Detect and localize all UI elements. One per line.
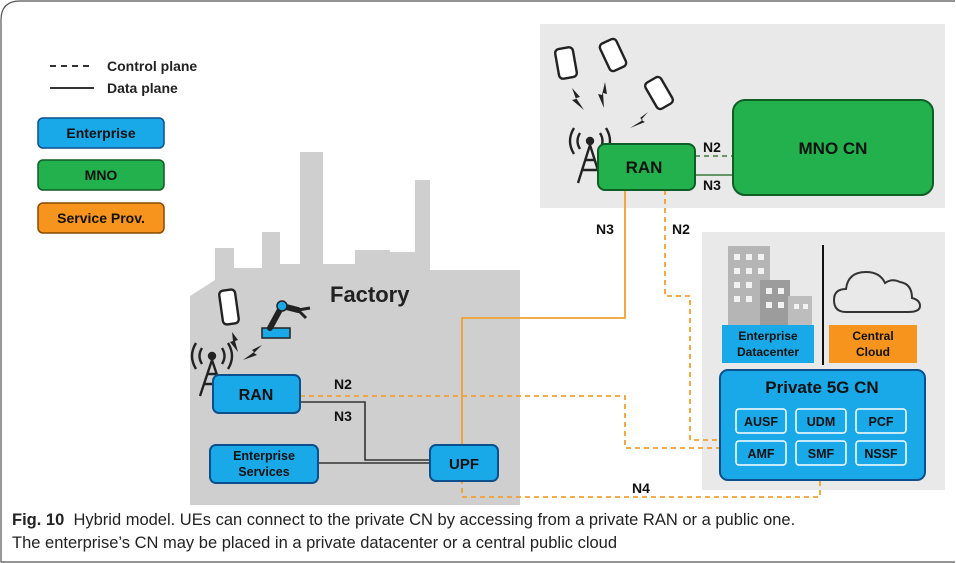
nf-ausf-label: AUSF [744, 415, 778, 429]
caption-line1: Hybrid model. UEs can connect to the pri… [73, 511, 796, 529]
n4-upf-smf-line [461, 470, 821, 498]
nf-udm-label: UDM [807, 415, 835, 429]
central-cloud-line2: Cloud [856, 345, 890, 359]
smartphone-icon [553, 46, 579, 80]
enterprise-services-box [209, 444, 319, 484]
legend-service-prov-box [37, 202, 165, 234]
smartphone-icon [598, 37, 628, 73]
caption-line2: The enterprise’s CN may be placed in a p… [12, 534, 618, 552]
nf-amf-label: AMF [747, 447, 774, 461]
label-n2-factory: N2 [334, 376, 352, 392]
public-cell-tower-icon [568, 127, 612, 184]
nf-amf-box [735, 440, 787, 466]
central-cloud-box [829, 325, 917, 363]
public-ran-box [597, 143, 696, 191]
label-n2-public: N2 [672, 221, 690, 237]
legend-enterprise: Enterprise [66, 125, 135, 141]
label-n3-mno: N3 [703, 177, 721, 193]
nf-ausf-box [735, 408, 787, 434]
factory-title: Factory [330, 282, 410, 307]
mno-cn-box [732, 99, 934, 196]
public-ue-group [553, 37, 675, 111]
mno-cn-label: MNO CN [799, 139, 868, 158]
smartphone-icon [643, 75, 675, 111]
upf-box [429, 444, 499, 482]
label-n3-factory: N3 [334, 408, 352, 424]
n3-public-upf-line [461, 190, 626, 460]
label-n4: N4 [632, 480, 650, 496]
robot-arm-icon [261, 300, 311, 339]
factory-ran-box [212, 374, 301, 414]
label-n2-mno: N2 [703, 139, 721, 155]
lightning-icon [630, 112, 648, 128]
n2-factory-amf-line [300, 395, 736, 449]
enterprise-services-line2: Services [238, 465, 289, 479]
nf-smf-label: SMF [808, 447, 835, 461]
public-ran-label: RAN [626, 158, 663, 177]
buildings-icon [728, 246, 812, 332]
n3-factory-upf-line [290, 401, 430, 461]
nf-udm-box [795, 408, 847, 434]
caption-figure-number: Fig. 10 [12, 511, 65, 529]
nf-nssf-label: NSSF [864, 447, 898, 461]
label-n3-public: N3 [596, 221, 614, 237]
public-lightning-group [572, 82, 648, 128]
nf-pcf-box [855, 408, 907, 434]
legend-data-plane: Data plane [107, 80, 178, 96]
lightning-icon [230, 332, 238, 352]
smartphone-icon [218, 288, 240, 326]
nf-pcf-label: PCF [869, 415, 894, 429]
central-cloud-line1: Central [852, 329, 893, 343]
factory-building [190, 152, 520, 505]
legend-control-plane: Control plane [107, 58, 197, 74]
lightning-icon [598, 82, 607, 108]
figure-caption: Fig. 10 Hybrid model. UEs can connect to… [12, 509, 944, 555]
n2-public-amf-line [664, 190, 736, 441]
factory-lightning-group [230, 332, 262, 360]
legend-service-prov: Service Prov. [57, 210, 145, 226]
legend: Control plane Data plane Enterprise MNO … [37, 58, 197, 234]
private-5g-cn-title: Private 5G CN [765, 378, 878, 397]
enterprise-datacenter-line1: Enterprise [738, 329, 798, 343]
connections [290, 155, 821, 498]
upf-label: UPF [449, 456, 479, 473]
factory-ran-label: RAN [239, 387, 274, 404]
lightning-icon [243, 345, 262, 360]
enterprise-datacenter-box [722, 325, 814, 363]
nf-smf-box [795, 440, 847, 466]
enterprise-datacenter-line2: Datacenter [737, 345, 799, 359]
legend-mno-box [37, 159, 165, 191]
enterprise-services-line1: Enterprise [233, 449, 295, 463]
legend-enterprise-box [37, 117, 165, 149]
cn-functions: AUSF UDM PCF AMF SMF NSSF [735, 408, 907, 466]
lightning-icon [572, 88, 584, 110]
nf-nssf-box [855, 440, 907, 466]
cloud-icon [832, 270, 922, 313]
legend-mno: MNO [85, 167, 118, 183]
